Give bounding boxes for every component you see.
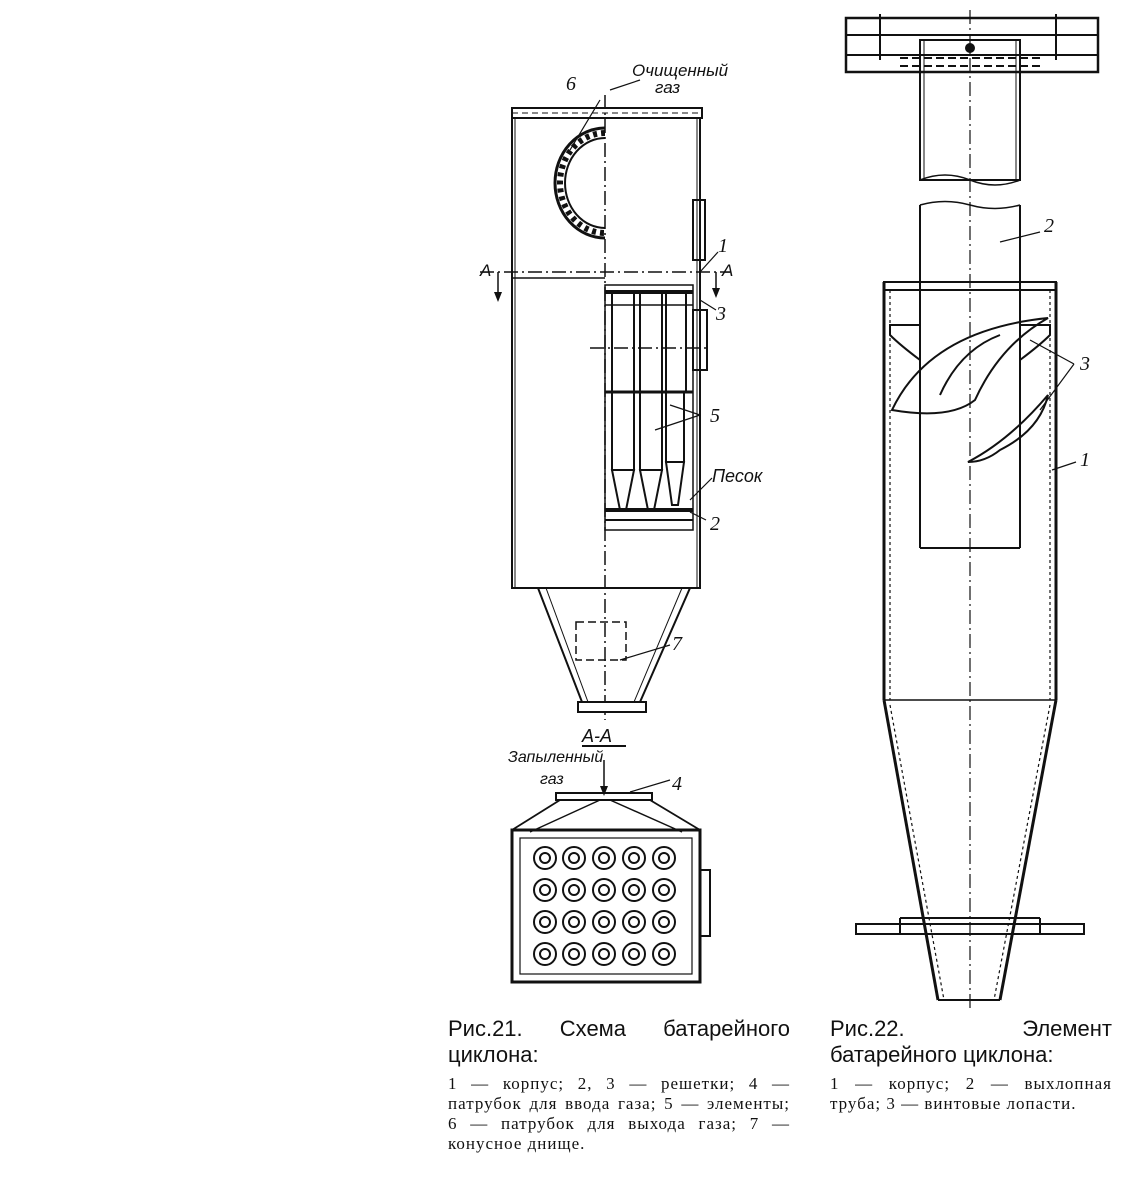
label-6: 6	[566, 73, 576, 95]
label-dusty-gas-1: Запыленный	[508, 749, 603, 766]
label-sand: Песок	[712, 466, 764, 486]
label-1: 1	[718, 235, 728, 257]
figure-22-caption-title: Рис.22. Элемент батарейного циклона:	[830, 1016, 1112, 1068]
label-clean-gas-2: газ	[655, 78, 680, 97]
label-2: 2	[710, 513, 720, 535]
figure-21-caption-legend: 1 — корпус; 2, 3 — решетки; 4 — патрубок…	[448, 1074, 790, 1153]
housing-body	[511, 117, 701, 589]
label-7: 7	[672, 633, 683, 655]
figure-21-battery-cyclone	[480, 79, 730, 747]
section-a-a-view	[510, 760, 711, 984]
label-dusty-gas-2: газ	[540, 771, 564, 788]
label-3: 3	[715, 303, 726, 325]
figure-22-caption-legend: 1 — корпус; 2 — выхлопная труба; 3 — вин…	[830, 1074, 1112, 1113]
support-flange	[855, 923, 1085, 935]
element-grid	[533, 846, 676, 966]
figure-21-labels: Очищенный газ 6 1 А А 3 5 Песок 2 7 А-А …	[479, 61, 764, 795]
screw-blades	[889, 317, 1051, 463]
gas-outlet-nozzle	[553, 126, 606, 240]
figure-22-cyclone-element	[844, 10, 1100, 1010]
label-section-a-right: А	[721, 261, 733, 280]
label-22-2: 2	[1044, 215, 1054, 237]
top-grid-plate	[844, 16, 1100, 74]
label-section-title: А-А	[581, 726, 612, 746]
label-4: 4	[672, 773, 682, 795]
figure-21-caption-text: Схема батарейного циклона:	[448, 1016, 790, 1067]
figure-22-caption-prefix: Рис.22.	[830, 1016, 905, 1041]
label-5: 5	[710, 405, 720, 427]
label-22-3: 3	[1079, 353, 1090, 375]
figure-22-caption-text: Элемент батарейного циклона:	[830, 1016, 1112, 1067]
figure-21-caption-prefix: Рис.21.	[448, 1016, 523, 1041]
figure-21-caption-title: Рис.21. Схема батарейного циклона:	[448, 1016, 790, 1068]
label-22-1: 1	[1080, 449, 1090, 471]
figure-22-caption: Рис.22. Элемент батарейного циклона: 1 —…	[830, 1016, 1112, 1114]
label-clean-gas-1: Очищенный	[632, 61, 729, 80]
figure-21-caption: Рис.21. Схема батарейного циклона: 1 — к…	[448, 1016, 790, 1154]
figure-22-labels: 2 3 1	[1044, 215, 1090, 471]
conical-bottom	[536, 587, 692, 703]
label-section-a-left: А	[479, 261, 491, 280]
